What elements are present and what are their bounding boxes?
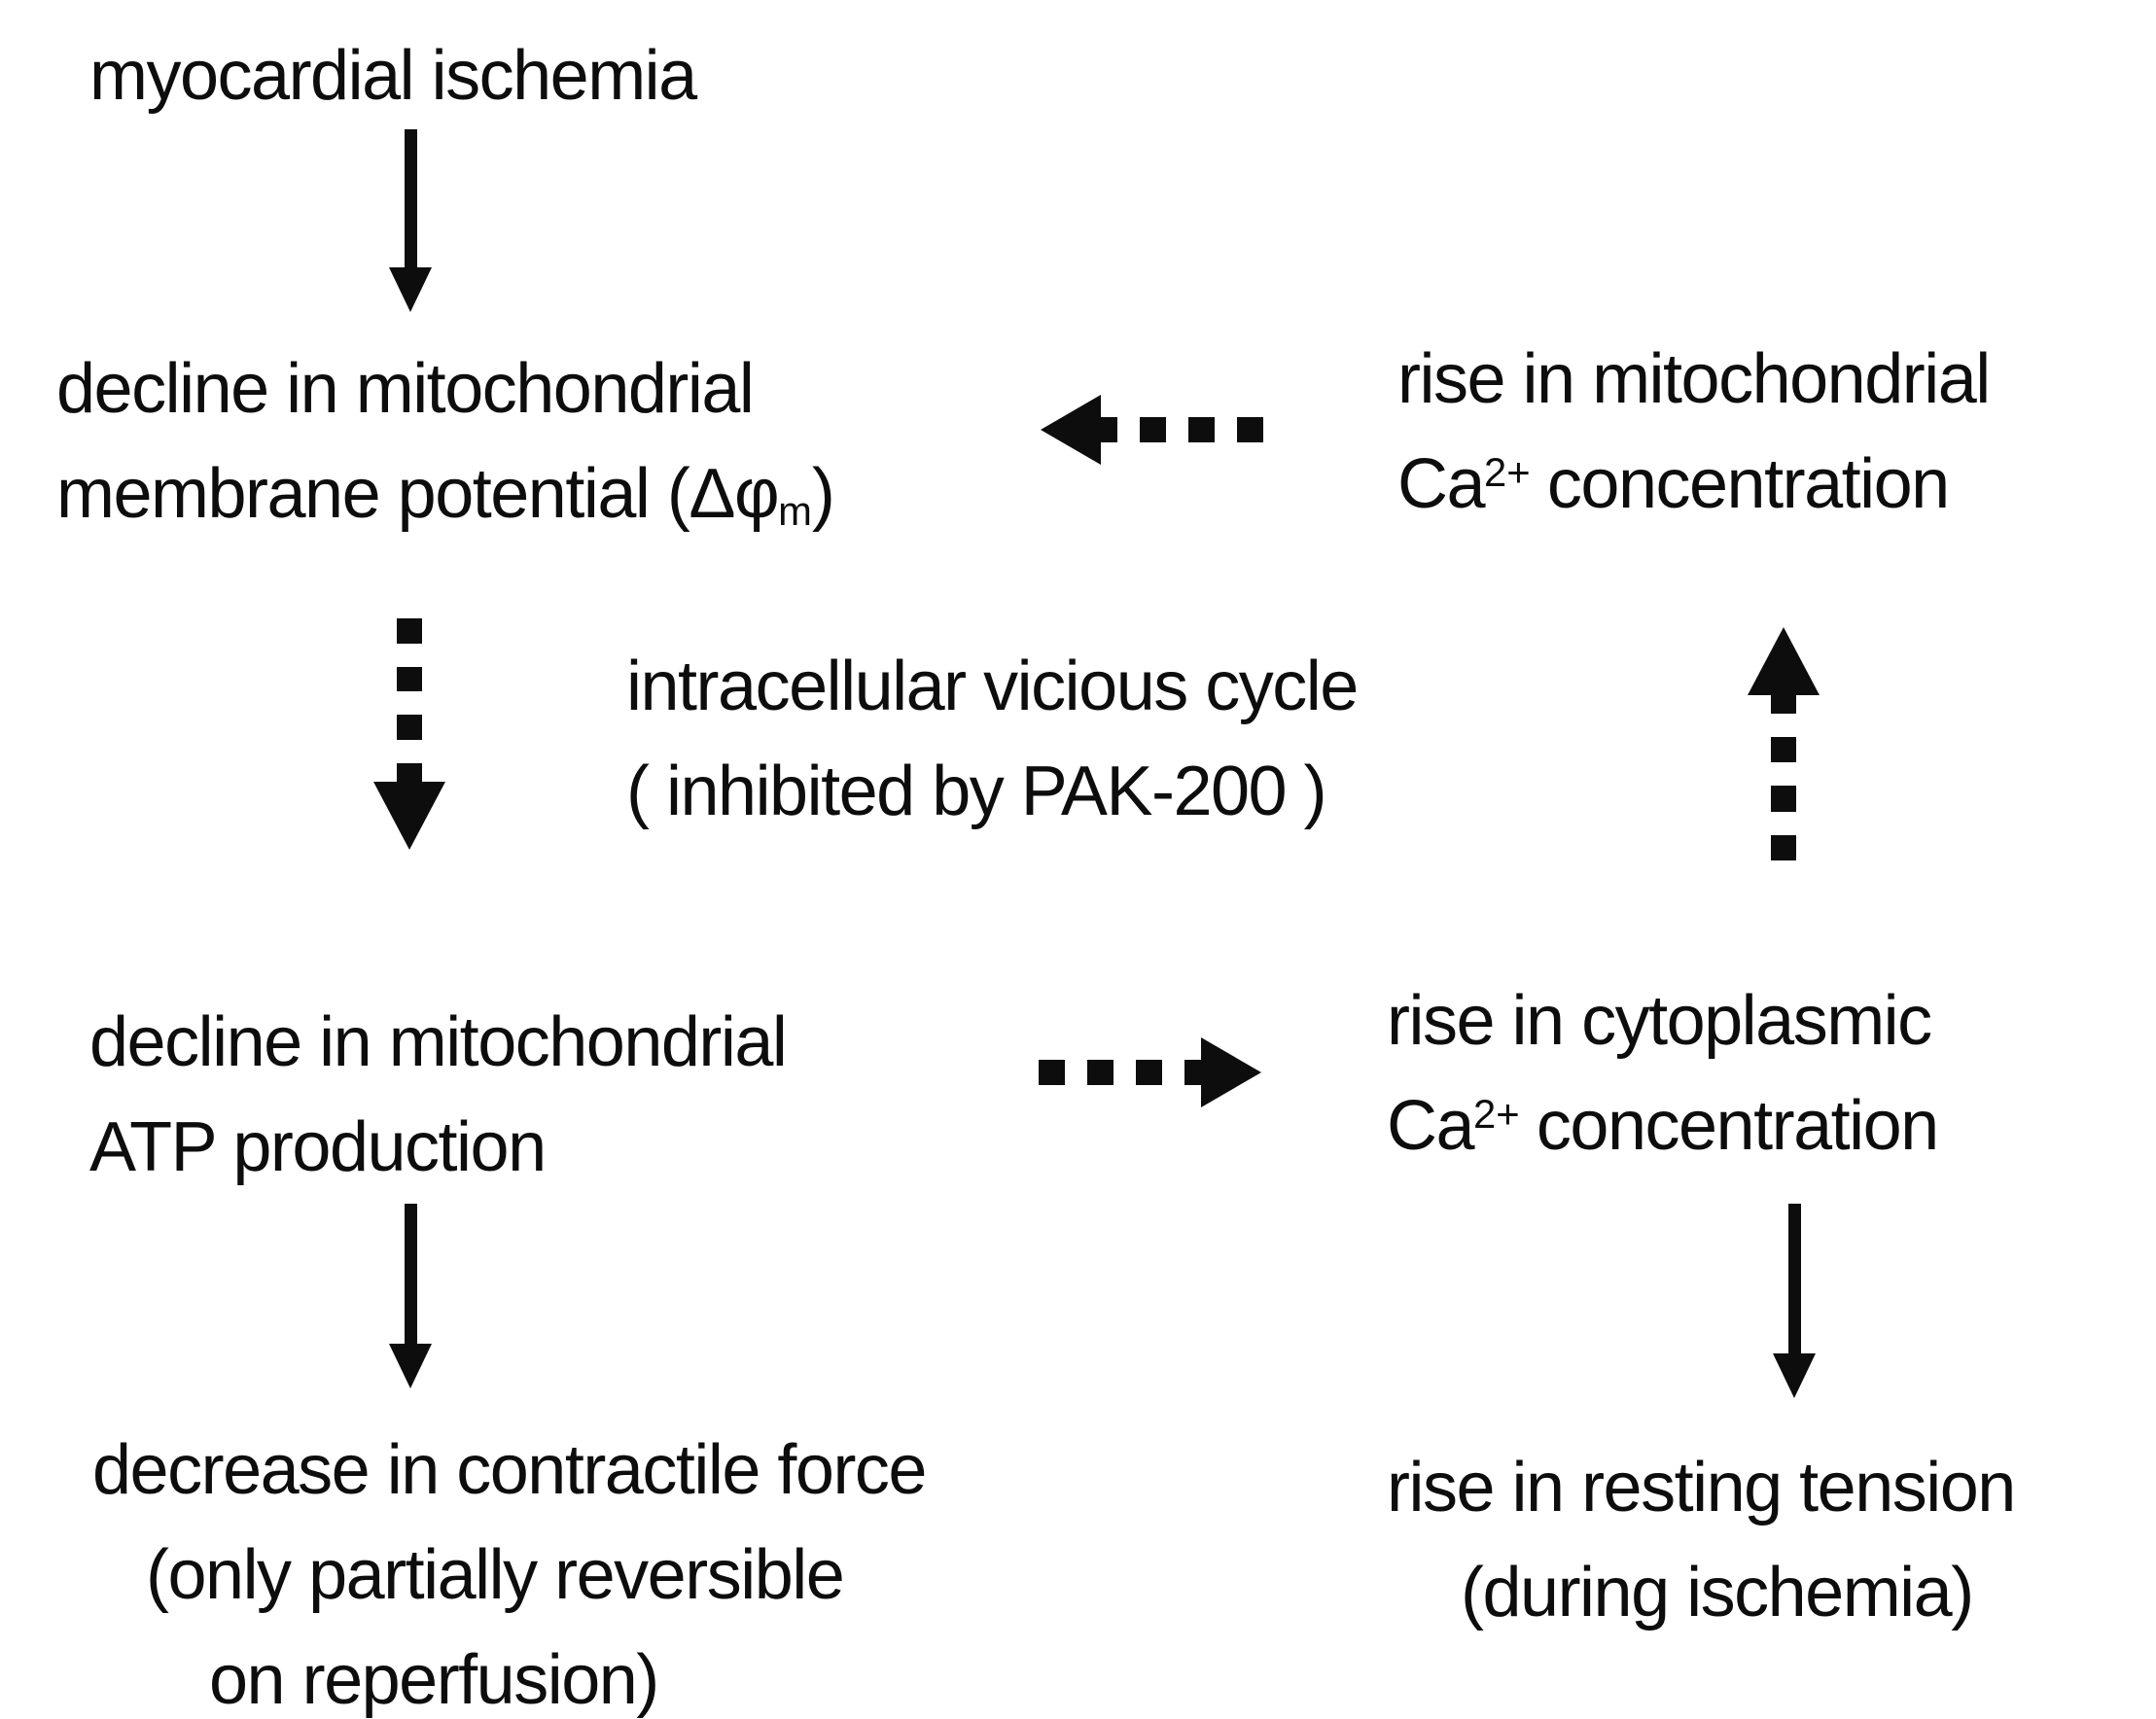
arrow-dash [397,666,422,692]
node-line: ATP production [89,1108,547,1186]
node-line: decrease in contractile force [92,1431,927,1509]
dashed-right-arrow [1039,1037,1261,1107]
arrow-head-group [1184,1037,1261,1107]
arrow-head-up-icon [1748,627,1820,695]
arrow-head-down-icon [389,267,432,312]
arrow-head-down-icon [1773,1353,1816,1398]
node-line: decline in mitochondrial [89,1003,788,1081]
arrow-dash [1237,417,1263,442]
node-mitochondrial-ca: rise in mitochondrial Ca2+concentration [1397,327,1991,546]
node-contractile-force: decrease in contractile force (only part… [92,1418,927,1719]
node-line: rise in resting tension [1387,1449,2016,1526]
arrow-head-group [373,763,445,851]
center-label-vicious-cycle: intracellular vicious cycle ( inhibited … [626,634,1359,844]
node-line: (only partially reversible [146,1536,845,1614]
node-line: (during ischemia) [1461,1554,1974,1631]
arrow-dash [397,618,422,644]
solid-down-arrow [389,1204,432,1388]
node-myocardial-ischemia: myocardial ischemia [89,23,697,128]
arrow-shaft [404,1204,417,1344]
arrow-dash [1771,695,1796,714]
solid-down-arrow [1773,1204,1816,1398]
ca-charge-superscript: 2+ [1473,1091,1520,1138]
node-line: on reperfusion) [209,1641,659,1719]
node-line: decline in mitochondrial [56,350,755,428]
solid-down-arrow [389,129,432,312]
center-label-line: ( inhibited by PAK-200 ) [626,753,1327,830]
arrow-dash [1136,1060,1162,1085]
node-membrane-potential: decline in mitochondrial membrane potent… [56,336,835,556]
node-cytoplasmic-ca: rise in cytoplasmic Ca2+concentration [1387,968,1939,1188]
dashed-left-arrow [1041,395,1263,465]
arrow-dash [1039,1060,1065,1085]
phi-m-subscript: m [778,487,812,534]
arrow-dash [1101,417,1117,442]
arrow-dash [1771,834,1796,860]
arrow-head-down-icon [373,782,445,851]
arrow-shaft [404,129,417,267]
node-line: rise in mitochondrial [1397,340,1991,418]
arrow-head-down-icon [389,1344,432,1388]
dashed-up-arrow [1748,627,1820,860]
arrow-head-left-icon [1041,395,1101,465]
arrow-dash [1087,1060,1113,1085]
arrow-shaft [1787,1204,1801,1353]
node-line: membrane potential (Δφm) [56,455,835,534]
node-line: Ca2+concentration [1387,1087,1939,1165]
arrow-head-group [1041,395,1117,465]
arrow-dash [397,763,422,783]
node-atp-production: decline in mitochondrial ATP production [89,990,788,1200]
arrow-dash [1771,737,1796,763]
center-label-line: intracellular vicious cycle [626,648,1359,725]
arrow-head-group [1748,627,1820,714]
arrow-dash [1140,417,1166,442]
arrow-dash [1188,417,1215,442]
arrow-dash [1771,786,1796,812]
arrow-dash [397,715,422,741]
node-resting-tension: rise in resting tension (during ischemia… [1387,1435,2016,1645]
node-line: Ca2+concentration [1397,445,1950,523]
node-line: rise in cytoplasmic [1387,982,1932,1060]
dashed-down-arrow [373,618,445,851]
arrow-head-right-icon [1201,1037,1261,1107]
node-line: myocardial ischemia [89,37,697,115]
arrow-dash [1184,1060,1201,1085]
ca-charge-superscript: 2+ [1484,449,1531,496]
